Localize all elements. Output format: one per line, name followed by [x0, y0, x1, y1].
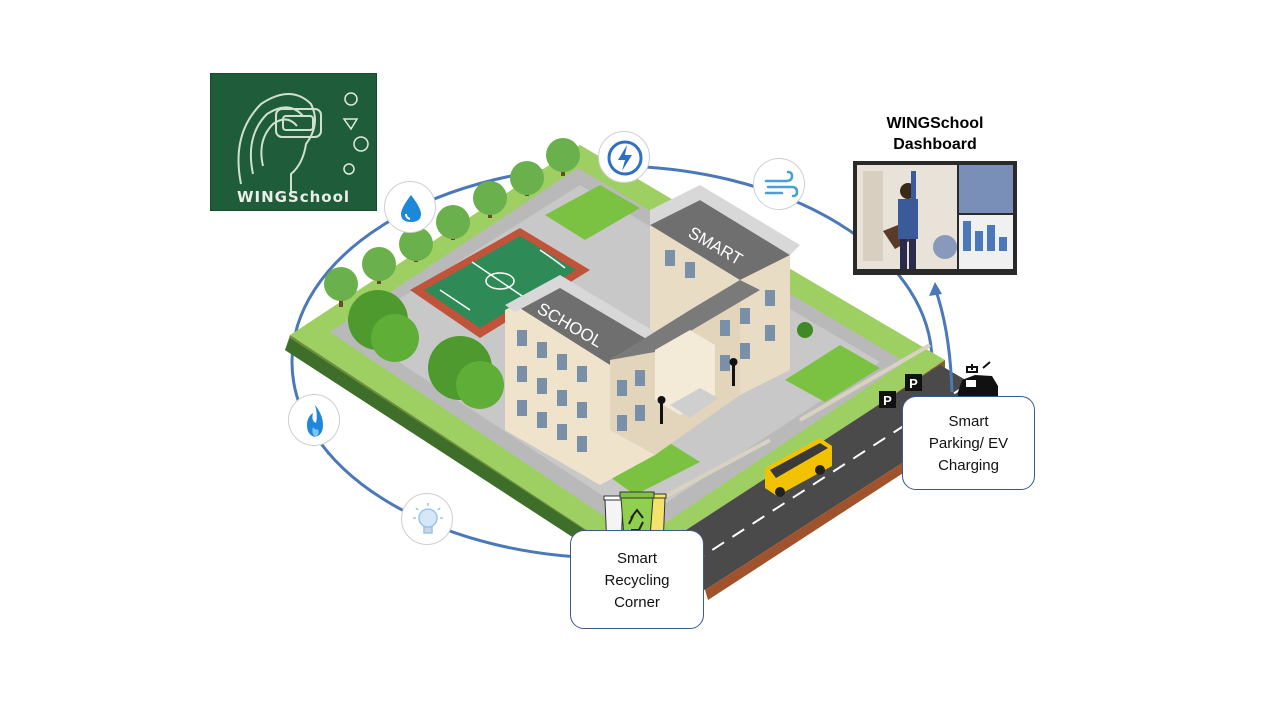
tree-row: [324, 138, 580, 307]
parking-callout-line3: Charging: [938, 457, 999, 474]
arrow-head: [929, 282, 942, 296]
recycling-callout-line3: Corner: [614, 594, 660, 611]
lawn-right: [785, 345, 880, 402]
recycling-callout-line2: Recycling: [604, 572, 670, 589]
parking-sign-2: P: [909, 376, 918, 391]
school-building: SCHOOL SMART: [505, 185, 800, 485]
lamp-posts: [657, 358, 738, 424]
basketball-court: [410, 228, 590, 338]
smart-parking-callout: Smart Parking/ EV Charging: [902, 396, 1035, 490]
lawn-front: [600, 440, 700, 495]
energy-icon: [598, 131, 650, 183]
school-bus: [765, 438, 832, 497]
parking-sign-1: P: [883, 393, 892, 408]
parking-callout-line2: Parking/ EV: [928, 435, 1009, 452]
connector-arrow: [933, 287, 954, 393]
dashboard-title: WINGSchool Dashboard: [855, 113, 1015, 155]
wingschool-logo: WINGSchool: [210, 73, 377, 211]
gas-flame-icon: [288, 394, 340, 446]
dashboard-screen: [853, 161, 1017, 275]
water-drop-icon: [384, 181, 436, 233]
smart-recycling-callout: Smart Recycling Corner: [570, 530, 704, 629]
recycling-callout-line1: Smart: [616, 550, 657, 567]
dashboard-title-line2: Dashboard: [893, 136, 977, 153]
wind-icon: [753, 158, 805, 210]
parking-signs: P P: [879, 374, 922, 408]
fence-right: [799, 343, 931, 422]
parking-callout-line1: Smart: [948, 413, 989, 430]
logo-text: WINGSchool: [236, 188, 351, 206]
dashboard-photo: [857, 165, 1013, 269]
lawn-back: [545, 185, 640, 240]
vr-headset-illustration: [237, 92, 369, 192]
light-bulb-icon: [401, 493, 453, 545]
dashboard-title-line1: WINGSchool: [886, 115, 984, 132]
